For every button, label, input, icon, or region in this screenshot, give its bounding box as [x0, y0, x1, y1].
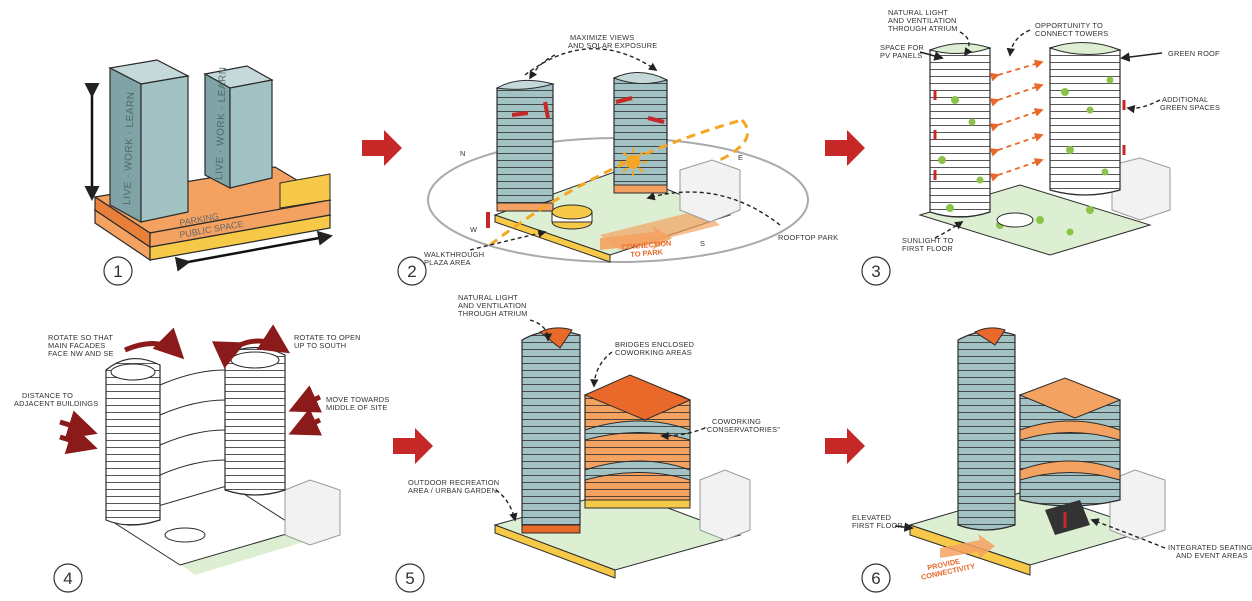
step-number: 6: [871, 569, 880, 588]
step-number: 1: [113, 262, 122, 281]
right-arrow-icon: [825, 428, 865, 464]
step-number: 2: [407, 262, 416, 281]
green-roof-label: GREEN ROOF: [1168, 49, 1220, 58]
compass-south: S: [700, 239, 705, 248]
right-arrow-icon: [393, 428, 433, 464]
sun-icon: [619, 148, 647, 176]
compass-west: W: [470, 225, 477, 234]
rooftop-label: ROOFTOP PARK: [778, 233, 838, 242]
step-number: 5: [405, 569, 414, 588]
compass-east: E: [738, 153, 743, 162]
coworking-label: COWORKING"CONSERVATORIES": [704, 417, 780, 434]
step-number: 4: [63, 569, 72, 588]
provide-label: PROVIDECONNECTIVITY: [919, 554, 976, 582]
step-2: CONNECTIONTO PARK N W E S MAXIMIZE VIEWS…: [397, 33, 838, 286]
right-arrow-icon: [362, 130, 402, 166]
connection-label: CONNECTIONTO PARK: [621, 239, 672, 260]
step-number: 3: [871, 262, 880, 281]
step-1: LIVE · WORK · LEARN LIVE · WORK · LEARN …: [84, 59, 333, 286]
right-arrow-icon: [825, 130, 865, 166]
tower-a-label: LIVE · WORK · LEARN: [122, 91, 137, 205]
compass-north: N: [460, 149, 466, 158]
tower-b-label: LIVE · WORK · LEARN: [214, 66, 229, 180]
